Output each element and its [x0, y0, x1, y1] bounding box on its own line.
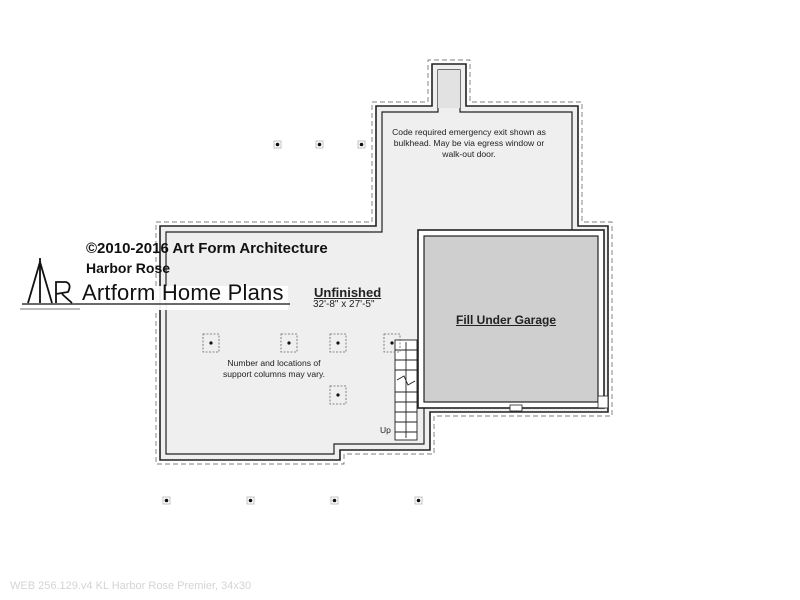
- support-column: [329, 385, 347, 405]
- room-dimensions: 32'-8" x 27'-5": [313, 299, 375, 310]
- support-column: [202, 333, 220, 353]
- garage-vent-right: [597, 395, 609, 409]
- basement-dashed-outline: [155, 59, 613, 465]
- pier-marker: [414, 496, 423, 505]
- pier-marker: [357, 140, 366, 149]
- artform-logo: [16, 258, 290, 310]
- bump-out-area: [438, 70, 460, 108]
- emergency-exit-note: Code required emergency exit shown as bu…: [392, 127, 546, 159]
- pier-marker: [162, 496, 171, 505]
- support-column: [280, 333, 298, 353]
- pier-marker: [330, 496, 339, 505]
- pier-marker: [246, 496, 255, 505]
- garage-fill: [423, 235, 599, 403]
- pier-marker: [315, 140, 324, 149]
- room-title-unfinished: Unfinished: [314, 285, 382, 300]
- pier-marker: [273, 140, 282, 149]
- support-column: [383, 333, 401, 353]
- copyright-notice: ©2010-2016 Art Form Architecture: [86, 240, 328, 257]
- stair: [394, 339, 418, 441]
- garage-vent-left: [509, 404, 523, 412]
- brand-logo-text: Artform Home Plans: [82, 280, 284, 305]
- garage-label: Fill Under Garage: [456, 313, 557, 327]
- columns-note: Number and locations of support columns …: [222, 358, 326, 379]
- stair-up-label: Up: [380, 425, 391, 435]
- support-column: [329, 333, 347, 353]
- footer-reference: WEB 256.129.v4 KL Harbor Rose Premier, 3…: [10, 580, 252, 592]
- plan-name: Harbor Rose: [86, 260, 171, 276]
